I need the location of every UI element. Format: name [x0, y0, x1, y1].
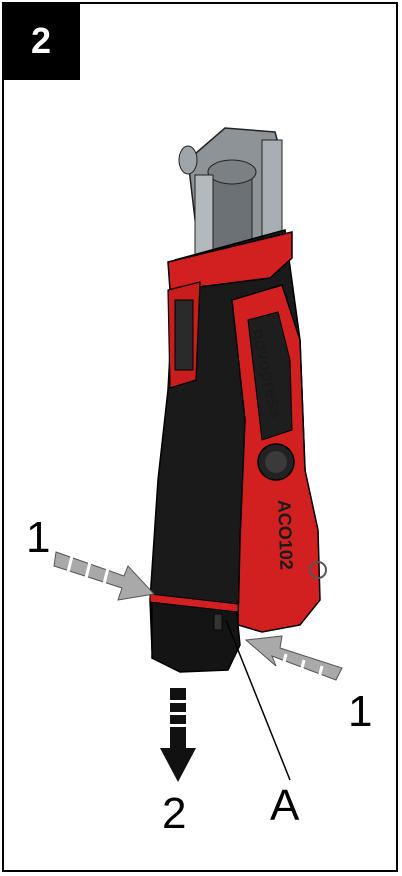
- right-press-arrow: [246, 636, 342, 682]
- model-label: ACO102: [274, 499, 296, 570]
- callout-1-right: 1: [348, 690, 372, 734]
- remove-down-arrow: [160, 688, 196, 782]
- callout-a: A: [270, 784, 299, 828]
- callout-2: 2: [162, 792, 186, 836]
- callout-1-left: 1: [26, 516, 50, 560]
- left-press-arrow: [54, 552, 154, 600]
